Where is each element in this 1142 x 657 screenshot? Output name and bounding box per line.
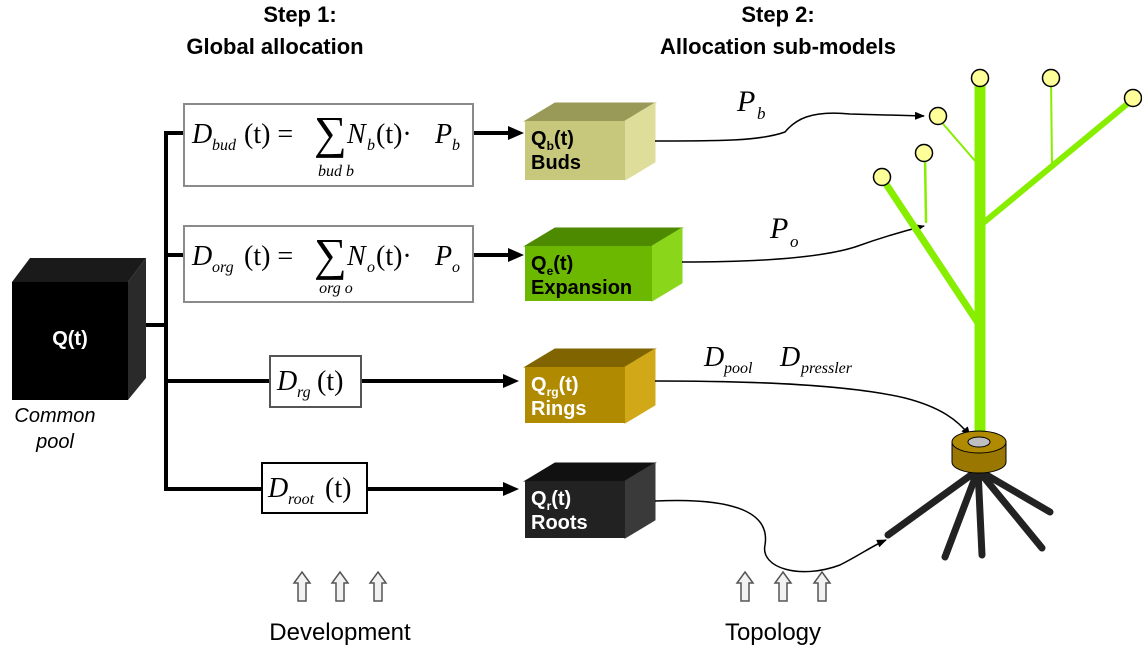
svg-text:o: o xyxy=(452,259,460,276)
common-pool-cube: Q(t) xyxy=(12,258,146,400)
sum-sign-bud: ∑ xyxy=(314,107,347,158)
up-arrow-icon xyxy=(368,570,388,602)
svg-text:rg: rg xyxy=(297,384,311,401)
up-arrow-icon xyxy=(735,570,755,602)
up-arrow-icon xyxy=(812,570,832,602)
svg-text:bud b: bud b xyxy=(318,163,354,180)
submodel-cubes: Qb(t)BudsQe(t)ExpansionQrg(t)RingsQr(t)R… xyxy=(523,102,684,539)
step1-header: Step 1: Global allocation xyxy=(186,2,363,59)
cube-label-name: Rings xyxy=(531,398,587,420)
cube-label-name: Buds xyxy=(531,152,581,174)
cube-front xyxy=(525,246,652,301)
submodel-cube-buds: Qb(t)Buds xyxy=(523,102,657,181)
submodel-cube-rings: Qrg(t)Rings xyxy=(523,348,657,424)
cube-front xyxy=(525,481,625,538)
trunk-ring xyxy=(951,430,1007,474)
svg-text:Step 1:: Step 1: xyxy=(263,2,336,27)
svg-text:N: N xyxy=(346,119,367,150)
svg-text:(t)·: (t)· xyxy=(376,241,412,272)
svg-text:b: b xyxy=(367,137,375,154)
tree-branches xyxy=(878,74,1135,446)
svg-text:b: b xyxy=(452,137,460,154)
cube-label-name: Roots xyxy=(531,512,588,534)
svg-text:o: o xyxy=(790,232,799,251)
svg-text:Global allocation: Global allocation xyxy=(186,34,363,59)
svg-text:P: P xyxy=(769,212,788,245)
connector-lines xyxy=(146,131,510,491)
svg-text:pressler: pressler xyxy=(800,360,853,377)
svg-text:(t) =: (t) = xyxy=(244,241,293,272)
up-arrow-icon xyxy=(330,570,350,602)
curve-roots xyxy=(654,499,887,573)
submodel-cube-roots: Qr(t)Roots xyxy=(523,462,657,539)
submodel-cube-expansion: Qe(t)Expansion xyxy=(523,227,684,302)
arrowheads xyxy=(503,126,524,496)
up-arrow-icon xyxy=(292,570,312,602)
cube-front xyxy=(525,367,625,423)
equation-rg: D rg (t) xyxy=(269,355,362,408)
svg-text:bud: bud xyxy=(212,137,237,154)
equation-org: D org (t) = ∑ N o (t)· P o org o xyxy=(183,225,474,303)
up-arrow-icon xyxy=(773,570,793,602)
svg-text:D: D xyxy=(191,119,212,150)
svg-text:(t): (t) xyxy=(317,366,343,397)
curve-label-dpool: D pool xyxy=(703,342,753,377)
cube-label-q: Qb(t) xyxy=(531,128,574,153)
cube-front xyxy=(525,121,625,180)
svg-text:root: root xyxy=(288,491,315,508)
svg-text:o: o xyxy=(367,259,375,276)
equation-bud: D bud (t) = ∑ N b (t)· P b bud b xyxy=(183,103,474,187)
curve-rings xyxy=(654,380,971,437)
svg-text:(t)·: (t)· xyxy=(376,119,412,150)
svg-text:P: P xyxy=(736,85,755,118)
sum-sign-org: ∑ xyxy=(314,229,347,280)
curve-label-pb: P b xyxy=(736,85,766,123)
step2-header: Step 2: Allocation sub-models xyxy=(660,2,896,59)
svg-text:pool: pool xyxy=(723,360,753,377)
svg-text:Allocation sub-models: Allocation sub-models xyxy=(660,34,896,59)
curve-buds xyxy=(654,111,925,142)
svg-text:P: P xyxy=(434,241,452,272)
cube-label-q: Qr(t) xyxy=(531,488,571,513)
cube-label-name: Expansion xyxy=(531,277,632,299)
curve-label-po: P o xyxy=(769,212,799,251)
pool-label: Q(t) xyxy=(52,328,88,350)
development-label: Development xyxy=(269,619,411,646)
svg-text:D: D xyxy=(267,473,288,504)
tree-roots xyxy=(884,466,1054,561)
equation-root: D root (t) xyxy=(261,462,368,514)
svg-text:D: D xyxy=(703,342,724,373)
svg-text:D: D xyxy=(191,241,212,272)
svg-text:D: D xyxy=(779,342,800,373)
svg-text:(t) =: (t) = xyxy=(244,119,293,150)
svg-text:D: D xyxy=(276,366,297,397)
tree-illustration xyxy=(872,68,1142,561)
pool-caption-line1: Common xyxy=(14,405,95,427)
svg-text:P: P xyxy=(434,119,452,150)
cube-label-q: Qrg(t) xyxy=(531,374,579,399)
svg-text:Step 2:: Step 2: xyxy=(741,2,814,27)
curve-expansion xyxy=(681,224,925,263)
svg-text:(t): (t) xyxy=(325,473,351,504)
topology-label: Topology xyxy=(725,619,821,646)
curve-label-dpressler: D pressler xyxy=(779,342,853,377)
pool-caption-line2: pool xyxy=(35,431,74,453)
flow-curves xyxy=(654,111,971,573)
tree-nodes xyxy=(872,68,1142,187)
cube-label-q: Qe(t) xyxy=(531,253,573,278)
up-arrows xyxy=(292,570,832,602)
svg-text:org o: org o xyxy=(319,280,353,297)
svg-text:org: org xyxy=(212,259,234,276)
svg-text:b: b xyxy=(757,104,766,123)
svg-text:N: N xyxy=(346,241,367,272)
